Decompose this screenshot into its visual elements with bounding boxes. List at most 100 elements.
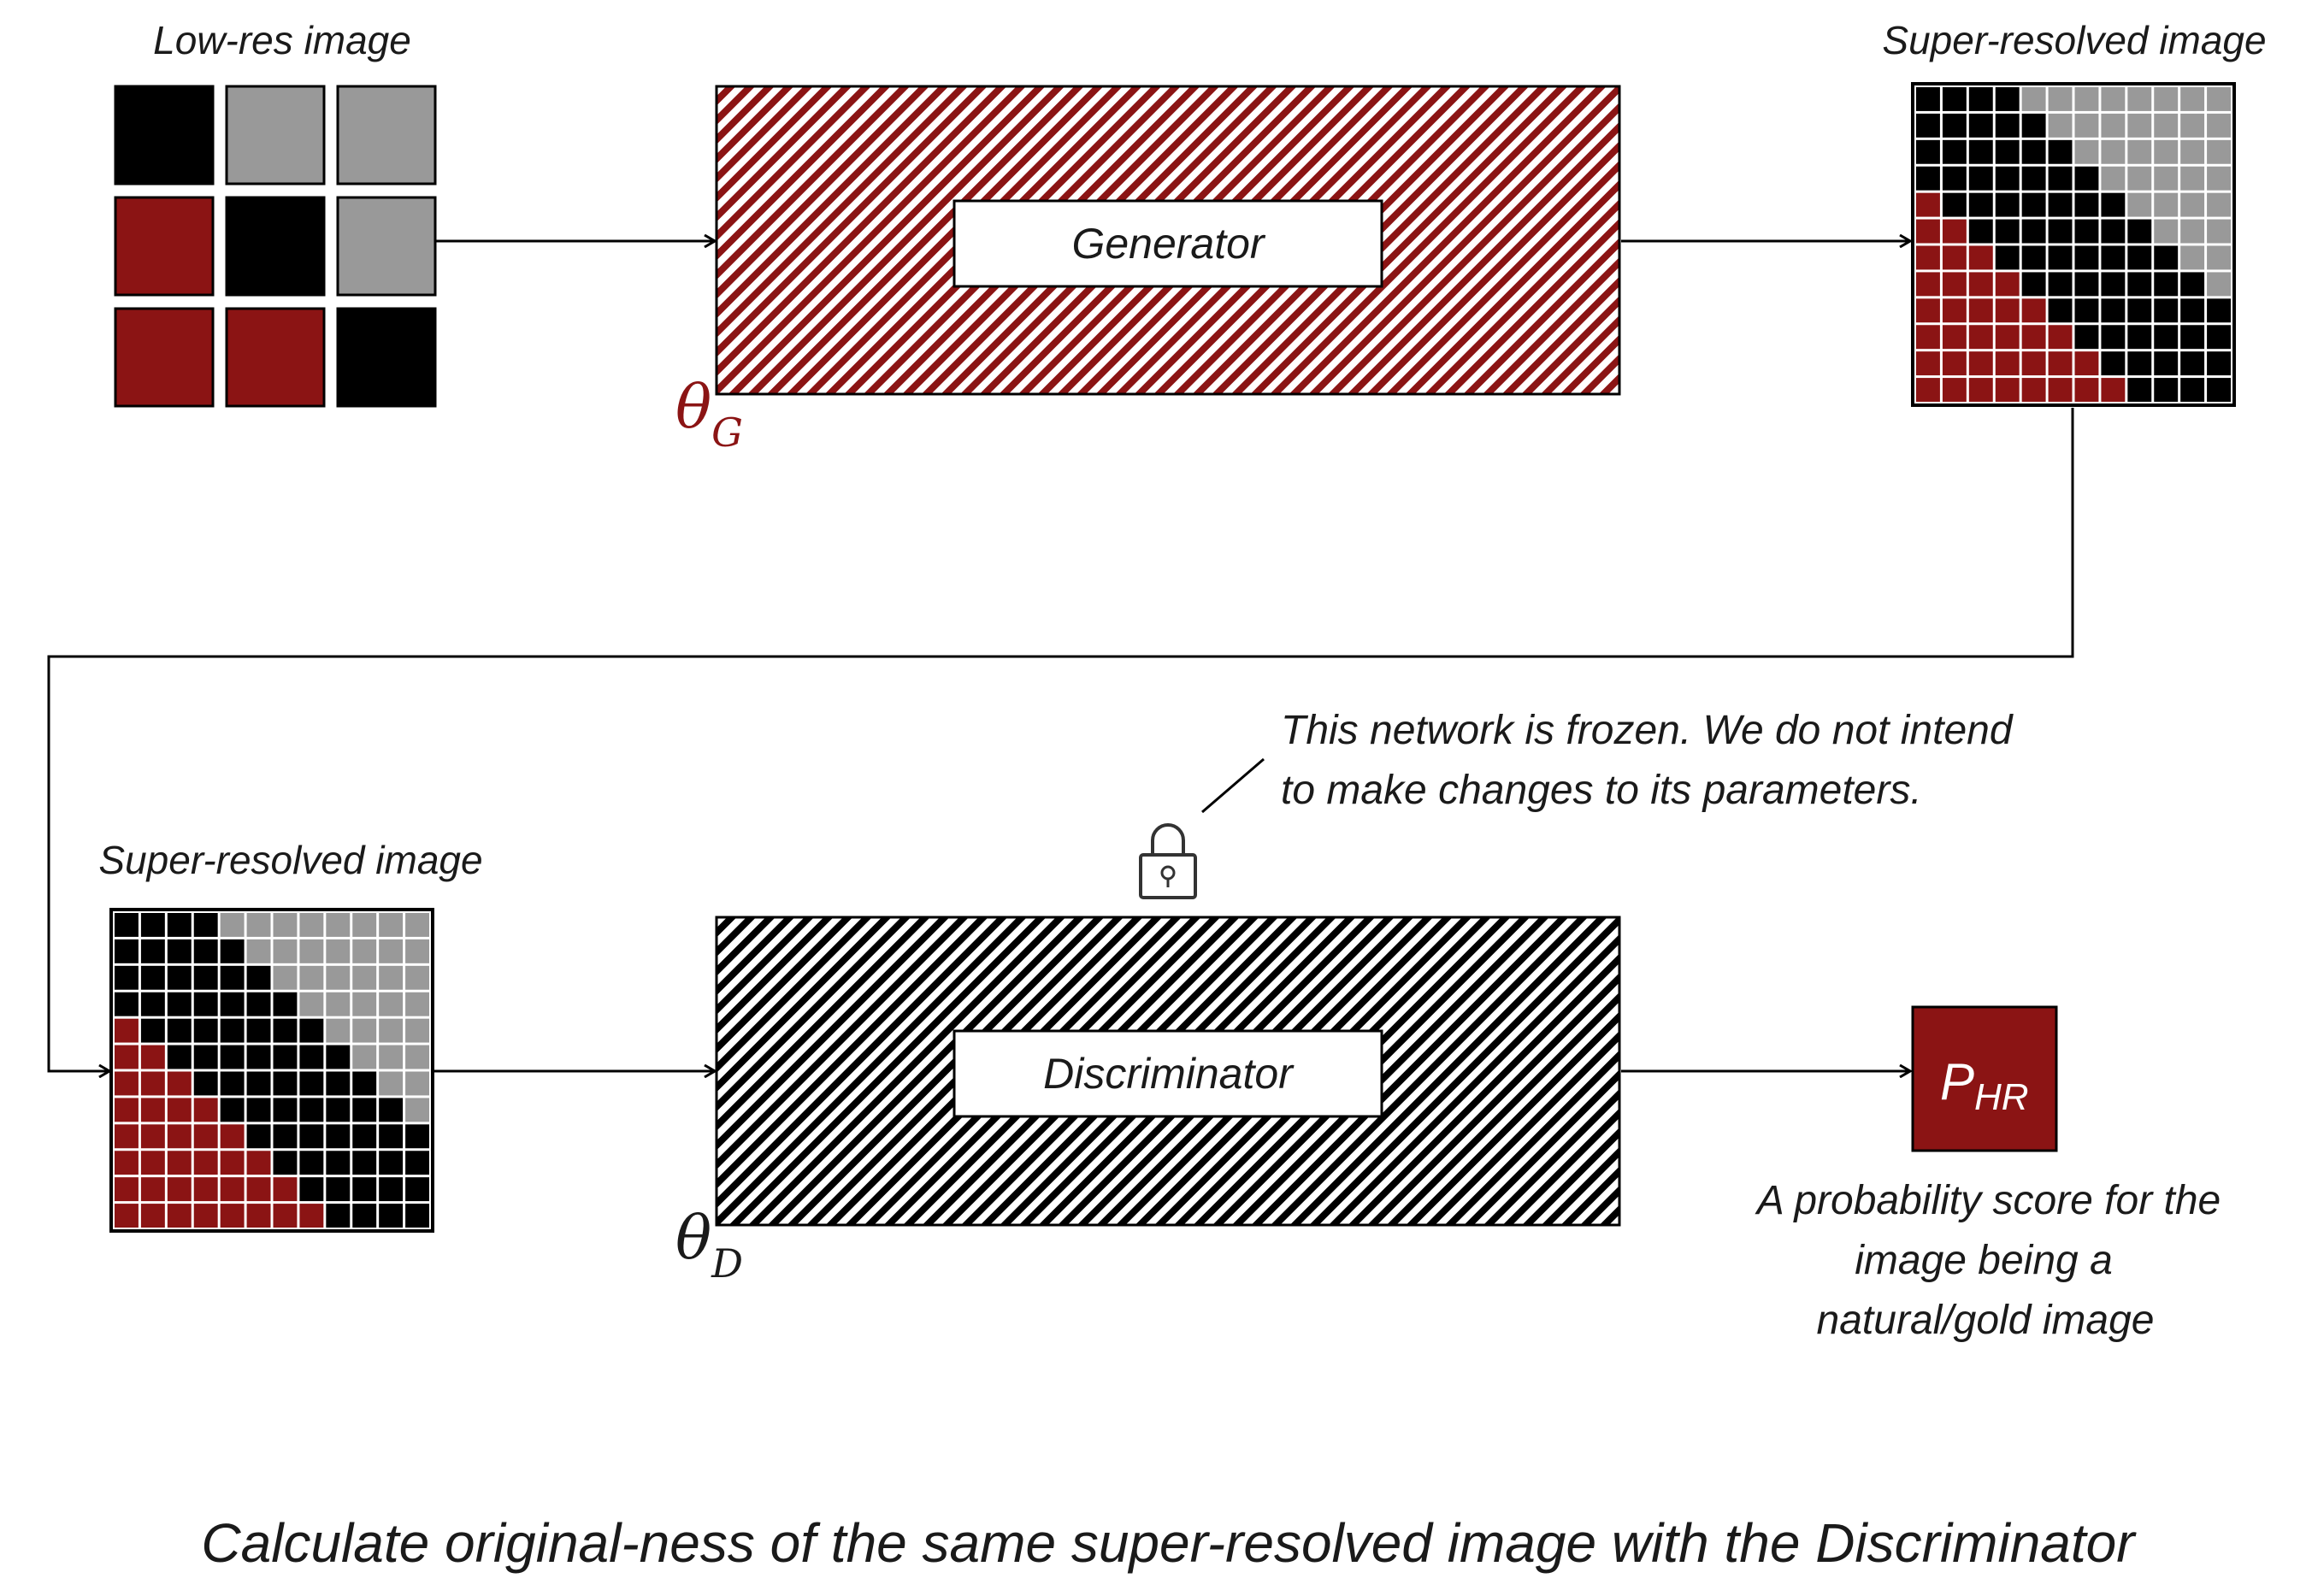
sr-pixel <box>2048 298 2073 323</box>
sr-pixel <box>273 965 298 990</box>
sr-pixel <box>2207 166 2231 191</box>
sr-pixel <box>193 1018 218 1043</box>
sr-pixel <box>273 1204 298 1228</box>
sr-pixel <box>2207 325 2231 350</box>
sr-pixel <box>140 1071 165 1096</box>
sr-pixel <box>326 1018 351 1043</box>
sr-pixel <box>2021 272 2046 297</box>
sr-pixel <box>1968 272 1993 297</box>
sr-pixel <box>1968 139 1993 164</box>
sr-pixel <box>193 1124 218 1149</box>
sr-pixel <box>2021 325 2046 350</box>
sr-pixel <box>2101 87 2126 111</box>
sr-pixel <box>1916 351 1940 376</box>
sr-pixel <box>115 913 139 937</box>
sr-pixel <box>2127 139 2152 164</box>
sr-pixel <box>299 1177 324 1202</box>
sr-pixel <box>1995 113 2020 138</box>
sr-pixel <box>2154 298 2179 323</box>
low-res-pixel <box>225 85 326 186</box>
sr-pixel <box>140 1204 165 1228</box>
sr-pixel <box>2048 378 2073 402</box>
sr-pixel <box>1968 378 1993 402</box>
sr-pixel <box>2154 219 2179 244</box>
sr-pixel <box>1995 351 2020 376</box>
connector-sr-top-to-bottom <box>47 408 2074 1071</box>
sr-pixel <box>352 992 377 1016</box>
output-desc-line1: A probability score for the <box>1755 1178 2221 1223</box>
sr-pixel <box>1942 166 1967 191</box>
sr-pixel <box>379 1018 404 1043</box>
sr-pixel <box>2180 113 2205 138</box>
sr-pixel <box>273 1018 298 1043</box>
sr-pixel <box>193 1045 218 1069</box>
sr-pixel <box>220 1204 245 1228</box>
sr-pixel <box>2154 351 2179 376</box>
sr-pixel <box>1916 87 1940 111</box>
sr-pixel <box>1995 298 2020 323</box>
low-res-pixel <box>225 196 326 297</box>
sr-pixel <box>115 1071 139 1096</box>
sr-pixel <box>2101 351 2126 376</box>
sr-pixel <box>220 1018 245 1043</box>
low-res-pixel <box>114 85 215 186</box>
sr-pixel <box>2048 245 2073 270</box>
sr-pixel <box>140 1098 165 1122</box>
sr-pixel <box>379 1177 404 1202</box>
sr-pixel <box>352 1018 377 1043</box>
sr-pixel <box>2207 298 2231 323</box>
sr-pixel <box>299 1018 324 1043</box>
sr-pixel <box>2021 298 2046 323</box>
sr-pixel <box>246 939 271 963</box>
sr-pixel <box>1942 351 1967 376</box>
sr-pixel <box>1942 298 1967 323</box>
sr-pixel <box>115 1177 139 1202</box>
sr-pixel <box>2180 87 2205 111</box>
sr-pixel <box>326 1098 351 1122</box>
sr-pixel <box>167 1177 192 1202</box>
sr-pixel <box>1995 378 2020 402</box>
low-res-label: Low-res image <box>153 18 411 62</box>
sr-pixel <box>379 913 404 937</box>
sr-pixel <box>220 1151 245 1175</box>
sr-pixel <box>1916 298 1940 323</box>
sr-pixel <box>326 992 351 1016</box>
sr-pixel <box>1995 192 2020 217</box>
sr-pixel <box>1995 87 2020 111</box>
sr-pixel <box>1942 87 1967 111</box>
sr-pixel <box>246 992 271 1016</box>
sr-pixel <box>193 1071 218 1096</box>
sr-pixel <box>2101 139 2126 164</box>
low-res-pixel <box>114 307 215 408</box>
sr-pixel <box>2101 298 2126 323</box>
low-res-pixel <box>336 196 437 297</box>
sr-pixel <box>2048 166 2073 191</box>
sr-pixel <box>167 992 192 1016</box>
sr-pixel <box>2021 351 2046 376</box>
sr-pixel <box>193 1151 218 1175</box>
sr-pixel <box>299 913 324 937</box>
sr-pixel <box>2101 113 2126 138</box>
sr-pixel <box>2207 351 2231 376</box>
sr-pixel <box>220 1124 245 1149</box>
sr-pixel <box>2154 192 2179 217</box>
sr-pixel <box>246 1177 271 1202</box>
sr-pixel <box>2180 192 2205 217</box>
sr-pixel <box>140 913 165 937</box>
sr-pixel <box>273 992 298 1016</box>
sr-pixel <box>167 939 192 963</box>
probability-output-box <box>1911 1005 2058 1152</box>
sr-pixel <box>299 1124 324 1149</box>
super-resolved-image-top <box>1911 82 2236 407</box>
sr-pixel <box>2074 378 2099 402</box>
note-pointer-line <box>1201 757 1265 814</box>
sr-pixel <box>1968 245 1993 270</box>
sr-pixel <box>273 1177 298 1202</box>
sr-pixel <box>352 1045 377 1069</box>
sr-pixel <box>1916 192 1940 217</box>
sr-pixel <box>2074 245 2099 270</box>
sr-pixel <box>246 1098 271 1122</box>
sr-pixel <box>379 992 404 1016</box>
sr-pixel <box>2180 166 2205 191</box>
sr-pixel <box>1968 351 1993 376</box>
